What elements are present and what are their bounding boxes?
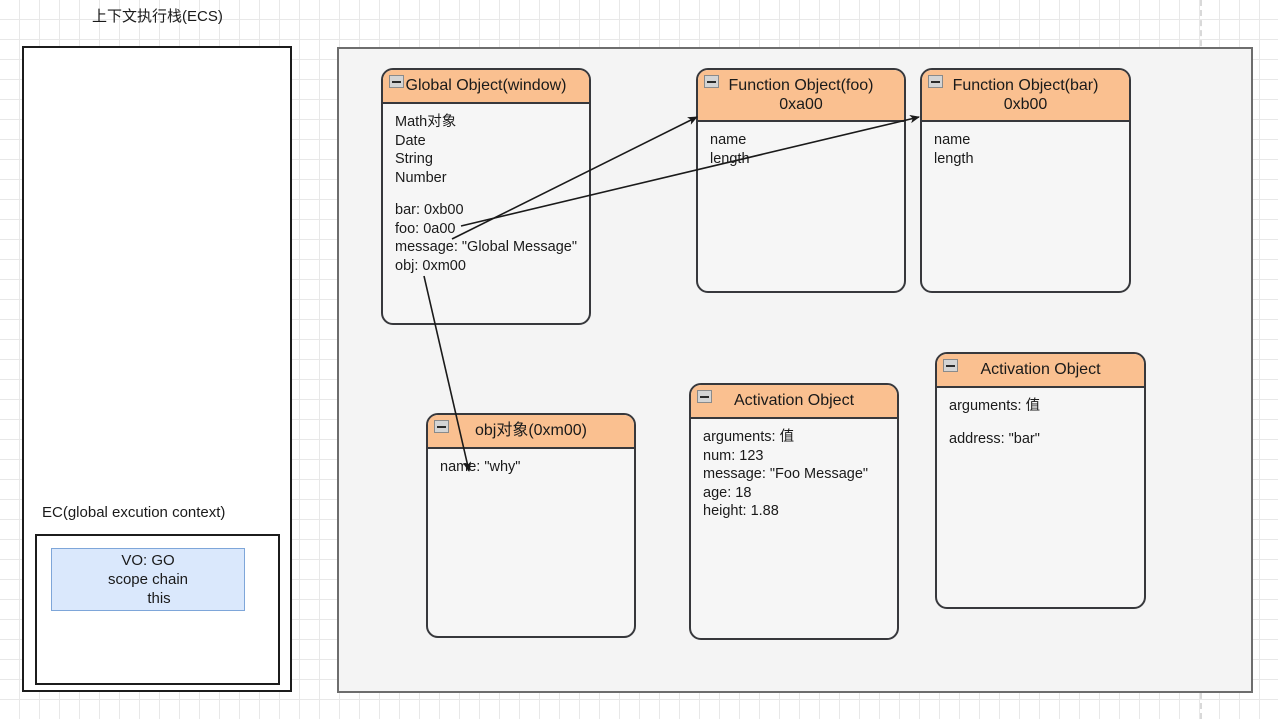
card-function-object-foo-body: name length	[698, 122, 904, 168]
list-item: Number	[395, 169, 447, 186]
card-activation-object-bar-title: Activation Object	[980, 361, 1101, 378]
list-item: height: 1.88	[703, 503, 779, 519]
list-item: Math对象	[395, 114, 457, 130]
list-item: name	[710, 132, 747, 148]
card-global-object-body: Math对象 Date String Number bar: 0xb00 foo…	[383, 104, 589, 275]
card-function-object-bar-title: Function Object(bar)	[952, 77, 1099, 94]
card-function-object-bar[interactable]: Function Object(bar) 0xb00 name length	[920, 68, 1131, 293]
card-obj-object-header[interactable]: obj对象(0xm00)	[428, 415, 634, 449]
card-activation-object-foo[interactable]: Activation Object arguments: 值 num: 123 …	[689, 383, 899, 640]
card-obj-object-title: obj对象(0xm00)	[474, 422, 588, 439]
vo-line-2: scope chain	[107, 571, 189, 588]
list-item-message: message: "Global Message"	[395, 239, 577, 255]
card-activation-object-bar-body: arguments: 值 address: "bar"	[937, 388, 1144, 448]
card-global-object-title: Global Object(window)	[405, 77, 567, 94]
list-item: arguments: 值	[703, 429, 795, 445]
list-item: age: 18	[703, 484, 752, 501]
card-global-object-header[interactable]: Global Object(window)	[383, 70, 589, 104]
list-item: arguments: 值	[949, 398, 1041, 414]
card-activation-object-foo-header[interactable]: Activation Object	[691, 385, 897, 419]
minus-icon[interactable]	[704, 75, 719, 88]
list-item: num: 123	[703, 447, 764, 464]
vo-line-3: this	[147, 590, 171, 607]
card-function-object-foo[interactable]: Function Object(foo) 0xa00 name length	[696, 68, 906, 293]
list-item: String	[395, 151, 433, 167]
card-function-object-foo-title: Function Object(foo)	[728, 77, 874, 94]
card-function-object-bar-header[interactable]: Function Object(bar) 0xb00	[922, 70, 1129, 122]
variable-object-box[interactable]: VO: GO scope chain this	[51, 548, 245, 611]
card-obj-object[interactable]: obj对象(0xm00) name: "why"	[426, 413, 636, 638]
minus-icon[interactable]	[389, 75, 404, 88]
card-global-object[interactable]: Global Object(window) Math对象 Date String…	[381, 68, 591, 325]
list-item: message: "Foo Message"	[703, 466, 869, 482]
card-function-object-bar-address: 0xb00	[1003, 96, 1048, 113]
card-activation-object-foo-title: Activation Object	[733, 392, 855, 409]
list-item: name: "why"	[440, 459, 521, 475]
list-item-bar-ref: bar: 0xb00	[395, 202, 464, 218]
card-activation-object-foo-body: arguments: 值 num: 123 message: "Foo Mess…	[691, 419, 897, 521]
minus-icon[interactable]	[943, 359, 958, 372]
global-execution-context-label: EC(global excution context)	[42, 504, 226, 521]
list-item: address: "bar"	[949, 430, 1040, 447]
minus-icon[interactable]	[434, 420, 449, 433]
list-item-obj-ref: obj: 0xm00	[395, 257, 466, 274]
list-spacer	[949, 416, 1144, 430]
list-item-foo-ref: foo: 0a00	[395, 220, 456, 237]
list-item: name	[934, 132, 971, 148]
vo-line-1: VO: GO	[121, 552, 175, 569]
list-spacer	[395, 187, 589, 201]
stack-title: 上下文执行栈(ECS)	[92, 8, 223, 25]
list-item: length	[934, 150, 974, 167]
card-function-object-foo-address: 0xa00	[779, 96, 823, 113]
card-activation-object-bar[interactable]: Activation Object arguments: 值 address: …	[935, 352, 1146, 609]
list-item: length	[710, 150, 750, 167]
card-activation-object-bar-header[interactable]: Activation Object	[937, 354, 1144, 388]
card-function-object-foo-header[interactable]: Function Object(foo) 0xa00	[698, 70, 904, 122]
list-item: Date	[395, 132, 426, 149]
minus-icon[interactable]	[697, 390, 712, 403]
card-obj-object-body: name: "why"	[428, 449, 634, 477]
minus-icon[interactable]	[928, 75, 943, 88]
card-function-object-bar-body: name length	[922, 122, 1129, 168]
